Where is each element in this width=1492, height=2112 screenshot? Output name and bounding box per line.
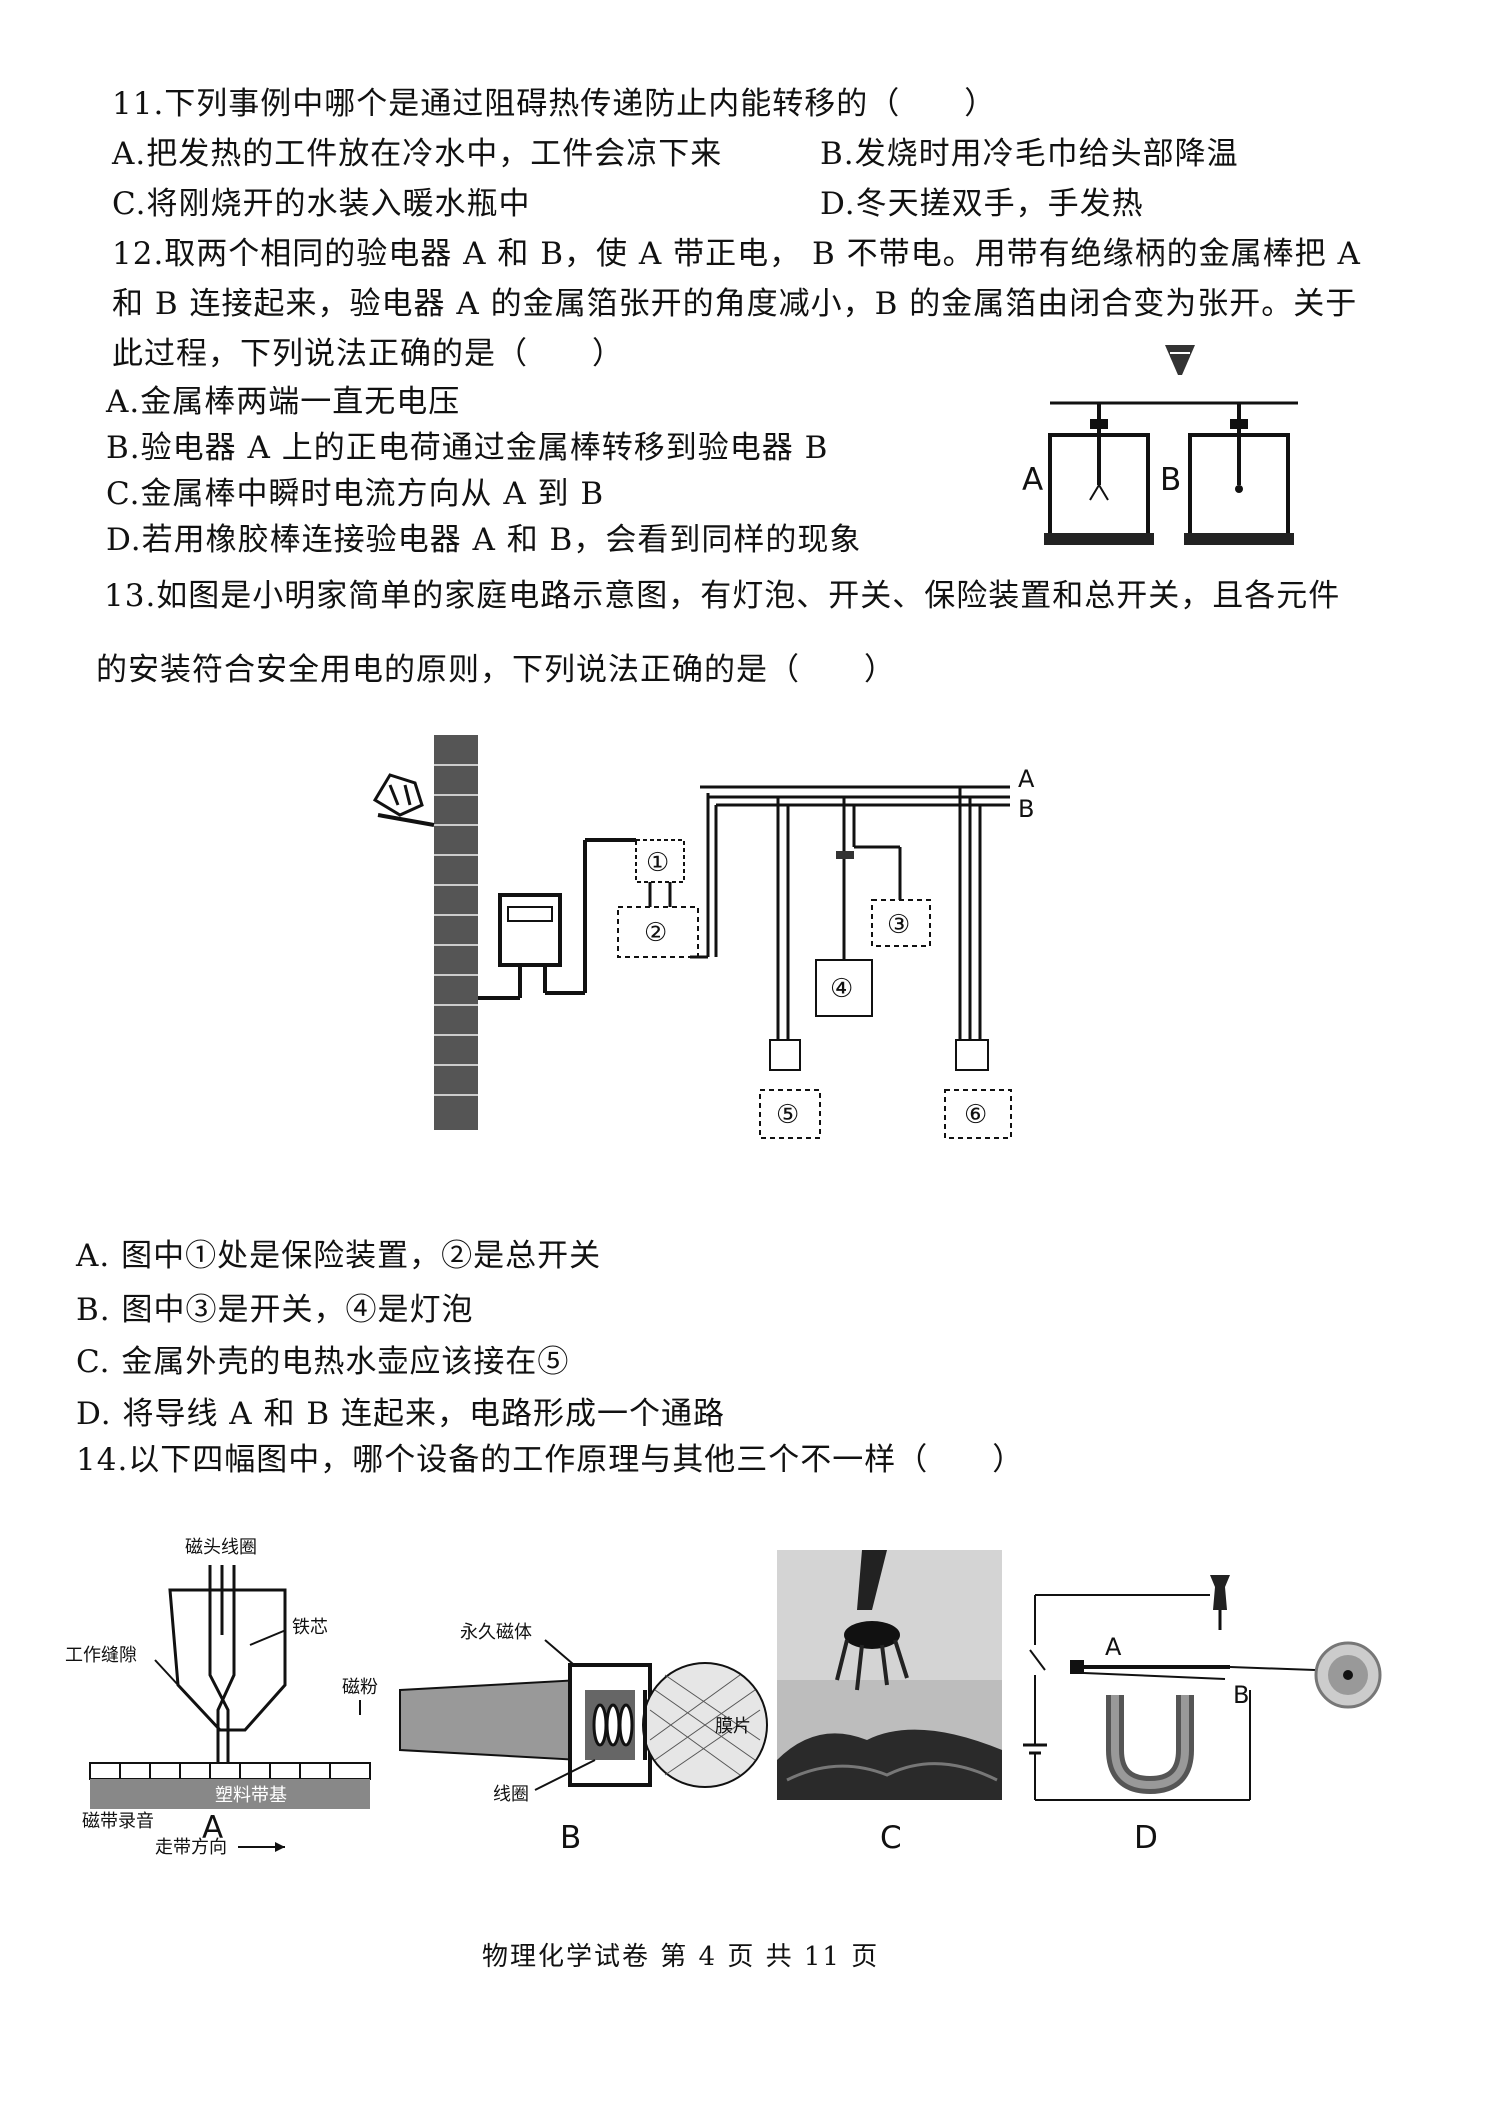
q14-figure-c-crane-photo (777, 1550, 1002, 1800)
q13-option-b: B. 图中③是开关，④是灯泡 (76, 1292, 474, 1328)
q14-a-gap-label: 工作缝隙 (65, 1645, 137, 1666)
q14-caption-d: D (1134, 1820, 1159, 1856)
q12-stem-line1: 12.取两个相同的验电器 A 和 B，使 A 带正电， B 不带电。用带有绝缘柄… (112, 236, 1361, 272)
q13-marker-5: ⑤ (776, 1100, 799, 1130)
q12-electroscope-figure (1044, 345, 1298, 545)
q12-label-b: B (1160, 462, 1183, 498)
q14-caption-b: B (560, 1820, 583, 1856)
q12-stem-line2: 和 B 连接起来，验电器 A 的金属箔张开的角度减小，B 的金属箔由闭合变为张开… (112, 286, 1358, 322)
q13-marker-4: ④ (830, 974, 853, 1004)
q14-figure-a-tape-head: 磁头线圈 铁芯 工作缝隙 磁粉 塑料带基 磁带录音 走带方向 (65, 1537, 378, 1858)
q13-marker-2: ② (644, 918, 667, 948)
q13-wire-a-label: A (1018, 765, 1035, 793)
q13-option-a: A. 图中①处是保险装置，②是总开关 (76, 1238, 602, 1274)
q12-label-a: A (1022, 462, 1045, 498)
q11-option-c: C.将刚烧开的水装入暖水瓶中 (112, 186, 531, 222)
q14-d-label-b: B (1233, 1681, 1249, 1709)
q12-option-b: B.验电器 A 上的正电荷通过金属棒转移到验电器 B (106, 430, 829, 466)
q12-option-a: A.金属棒两端一直无电压 (106, 384, 461, 420)
q14-b-magnet-label: 永久磁体 (460, 1622, 532, 1643)
q11-option-d: D.冬天搓双手，手发热 (820, 186, 1144, 222)
q14-stem: 14.以下四幅图中，哪个设备的工作原理与其他三个不一样（ ） (76, 1442, 1025, 1478)
q12-option-c: C.金属棒中瞬时电流方向从 A 到 B (106, 476, 605, 512)
q11-stem: 11.下列事例中哪个是通过阻碍热传递防止内能转移的（ ） (112, 86, 997, 122)
q11-option-a: A.把发热的工件放在冷水中，工件会凉下来 (112, 136, 723, 172)
q13-option-c: C. 金属外壳的电热水壶应该接在⑤ (76, 1344, 570, 1380)
q12-stem-line3: 此过程，下列说法正确的是（ ） (112, 336, 624, 372)
q13-marker-1: ① (646, 848, 669, 878)
q14-caption-c: C (880, 1820, 903, 1856)
q14-a-core-label: 铁芯 (292, 1617, 328, 1638)
q13-option-d: D. 将导线 A 和 B 连起来，电路形成一个通路 (76, 1396, 726, 1432)
q14-figure-b-microphone: 永久磁体 膜片 线圈 (399, 1622, 768, 1805)
q14-a-record-label: 磁带录音 (82, 1811, 154, 1832)
page-footer: 物理化学试卷 第 4 页 共 11 页 (482, 1942, 880, 1972)
q11-option-b: B.发烧时用冷毛巾给头部降温 (820, 136, 1239, 172)
q14-a-direction-label: 走带方向 (155, 1837, 227, 1858)
q13-stem-line2: 的安装符合安全用电的原则，下列说法正确的是（ ） (96, 652, 896, 688)
q14-caption-a: A (202, 1810, 225, 1846)
q14-a-powder-label: 磁粉 (342, 1677, 378, 1698)
q14-b-coil-label: 线圈 (493, 1784, 529, 1805)
q12-option-d: D.若用橡胶棒连接验电器 A 和 B，会看到同样的现象 (106, 522, 862, 558)
q13-household-circuit-figure: A B ① ② ③ ④ ⑤ ⑥ (372, 735, 1035, 1139)
q13-marker-6: ⑥ (964, 1100, 987, 1130)
q14-a-coil-label: 磁头线圈 (185, 1537, 257, 1558)
q13-wire-b-label: B (1018, 795, 1034, 823)
q13-marker-3: ③ (887, 910, 910, 940)
q13-stem-line1: 13.如图是小明家简单的家庭电路示意图，有灯泡、开关、保险装置和总开关，且各元件 (104, 578, 1341, 614)
q14-b-membrane-label: 膜片 (715, 1716, 751, 1737)
q14-a-base-label: 塑料带基 (215, 1785, 287, 1806)
q14-d-label-a: A (1105, 1633, 1122, 1661)
q14-figure-d-bell-circuit: A B (1023, 1575, 1382, 1801)
